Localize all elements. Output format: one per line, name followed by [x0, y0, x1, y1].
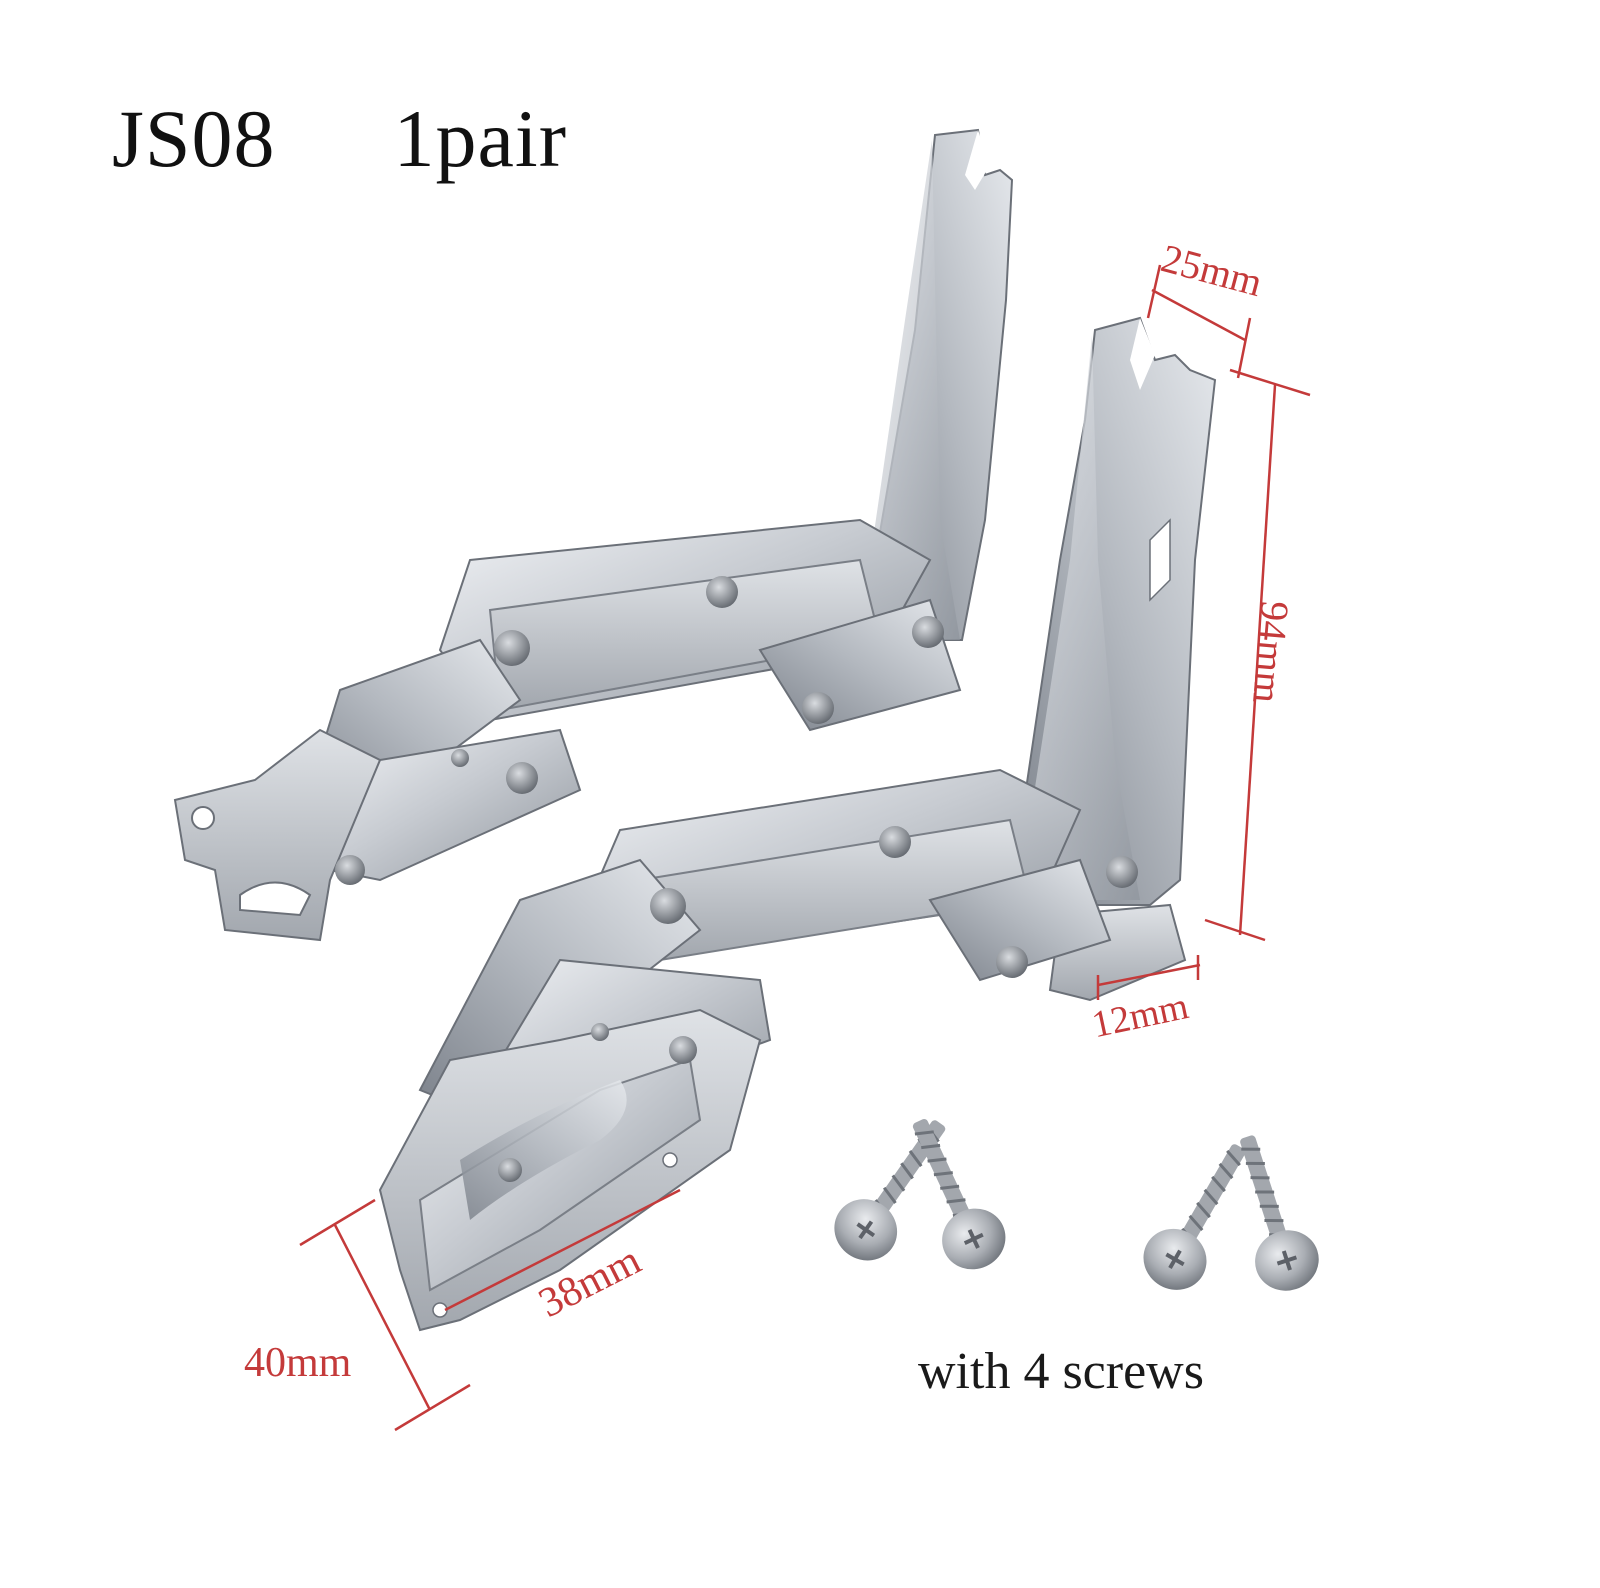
dim-label-top-width: 25mm — [1157, 235, 1267, 305]
dimension-annotations — [299, 264, 1311, 1432]
quantity-label: 1pair — [393, 93, 567, 184]
screws — [834, 1119, 1319, 1291]
dim-label-height: 94mm — [1244, 599, 1298, 705]
screw-3 — [1143, 1144, 1246, 1290]
hinge-front — [378, 316, 1217, 1332]
screw-2 — [912, 1119, 1006, 1270]
model-label: JS08 — [112, 93, 276, 184]
hinge-back — [173, 128, 1014, 942]
product-title: JS08 1pair — [112, 92, 567, 186]
dim-label-base-width: 40mm — [244, 1340, 352, 1386]
screws-caption: with 4 screws — [918, 1343, 1204, 1400]
screw-4 — [1240, 1135, 1319, 1291]
